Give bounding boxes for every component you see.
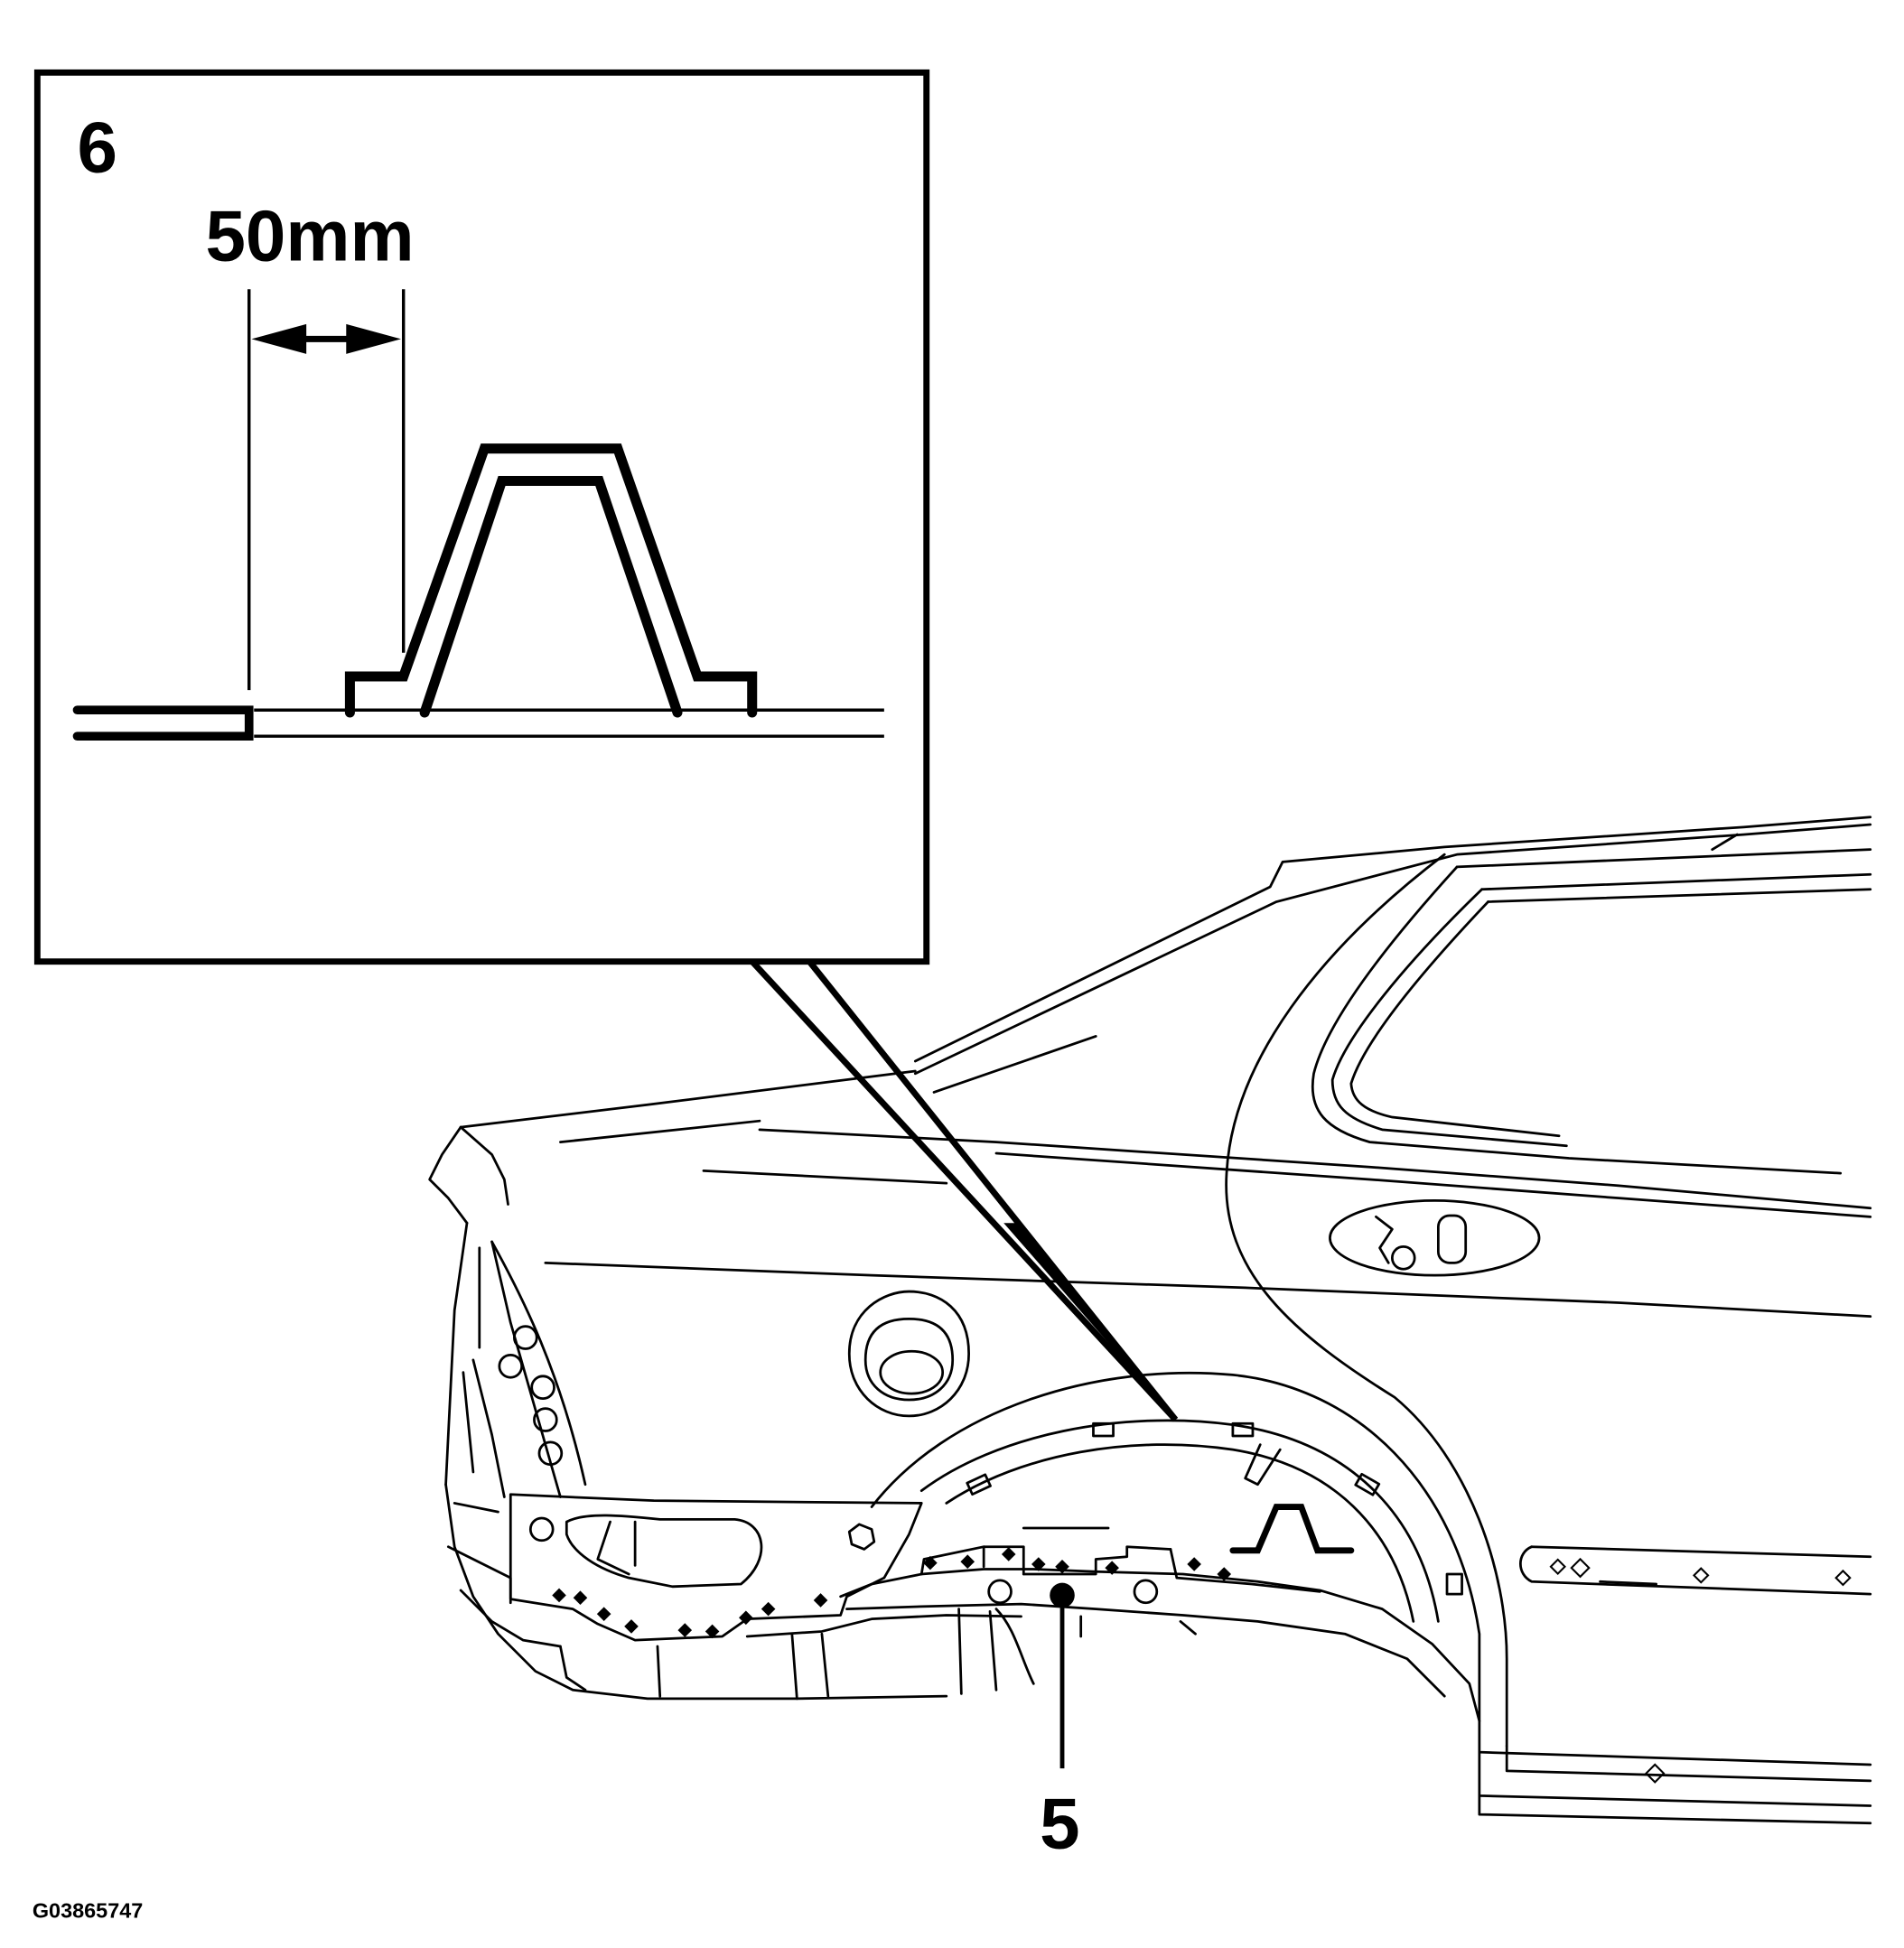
dimension-arrow	[251, 323, 401, 354]
hat-profile	[344, 443, 758, 718]
open-weld-marks	[1549, 1557, 1852, 1784]
car-body-drawing	[428, 816, 1872, 1825]
detail-number-label: 6	[77, 107, 117, 188]
detail-leader	[750, 959, 1179, 1422]
dimension-label: 50mm	[205, 196, 414, 276]
callout-number-label: 5	[1040, 1783, 1079, 1863]
figure-code: G03865747	[33, 1899, 143, 1923]
spot-welds	[552, 1547, 1232, 1639]
base-sheet	[72, 705, 884, 741]
detail-inset: 6 50mm	[33, 69, 930, 965]
detail-inset-frame	[33, 69, 930, 965]
callout-5: 5	[1040, 1582, 1080, 1863]
callout-dot	[1050, 1582, 1075, 1608]
